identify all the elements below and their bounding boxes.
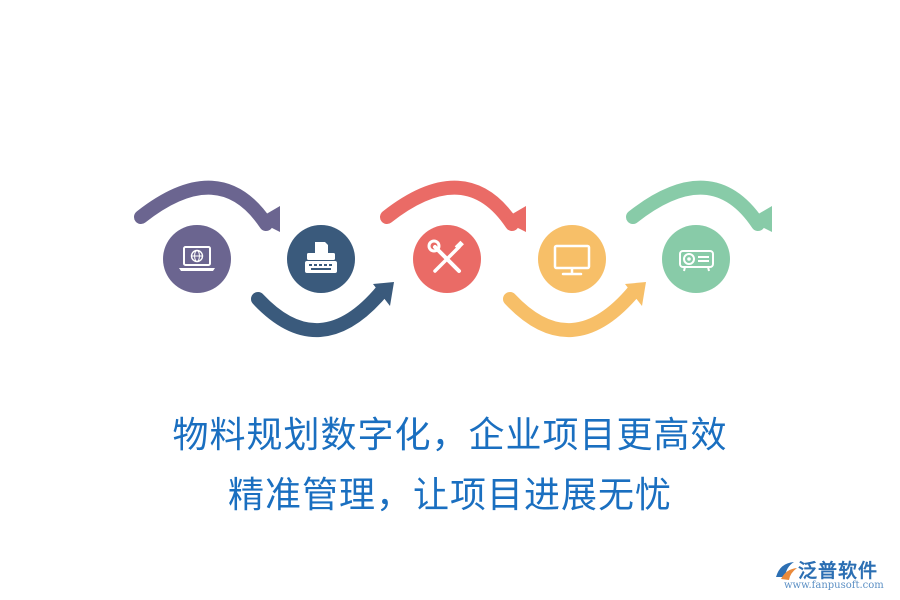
brand-url: www.fanpusoft.com [784,580,884,591]
arrow-4 [503,282,646,338]
wrench-screwdriver-icon [413,225,481,293]
laptop-globe-icon [163,225,231,293]
headline-line-2: 精准管理，让项目进展无忧 [227,475,672,516]
brand-name: 泛普软件 [798,560,879,582]
arrow-5 [626,180,772,232]
typewriter-icon [287,225,355,293]
arrow-2 [251,282,394,338]
arrow-3 [380,180,526,232]
brand-logo: 泛普软件 www.fanpusoft.com [770,555,892,595]
brand-mark-icon [776,562,797,580]
monitor-icon [538,225,606,293]
projector-icon [662,225,730,293]
headline-line-1: 物料规划数字化，企业项目更高效 [172,415,728,456]
arrow-1 [134,180,280,232]
